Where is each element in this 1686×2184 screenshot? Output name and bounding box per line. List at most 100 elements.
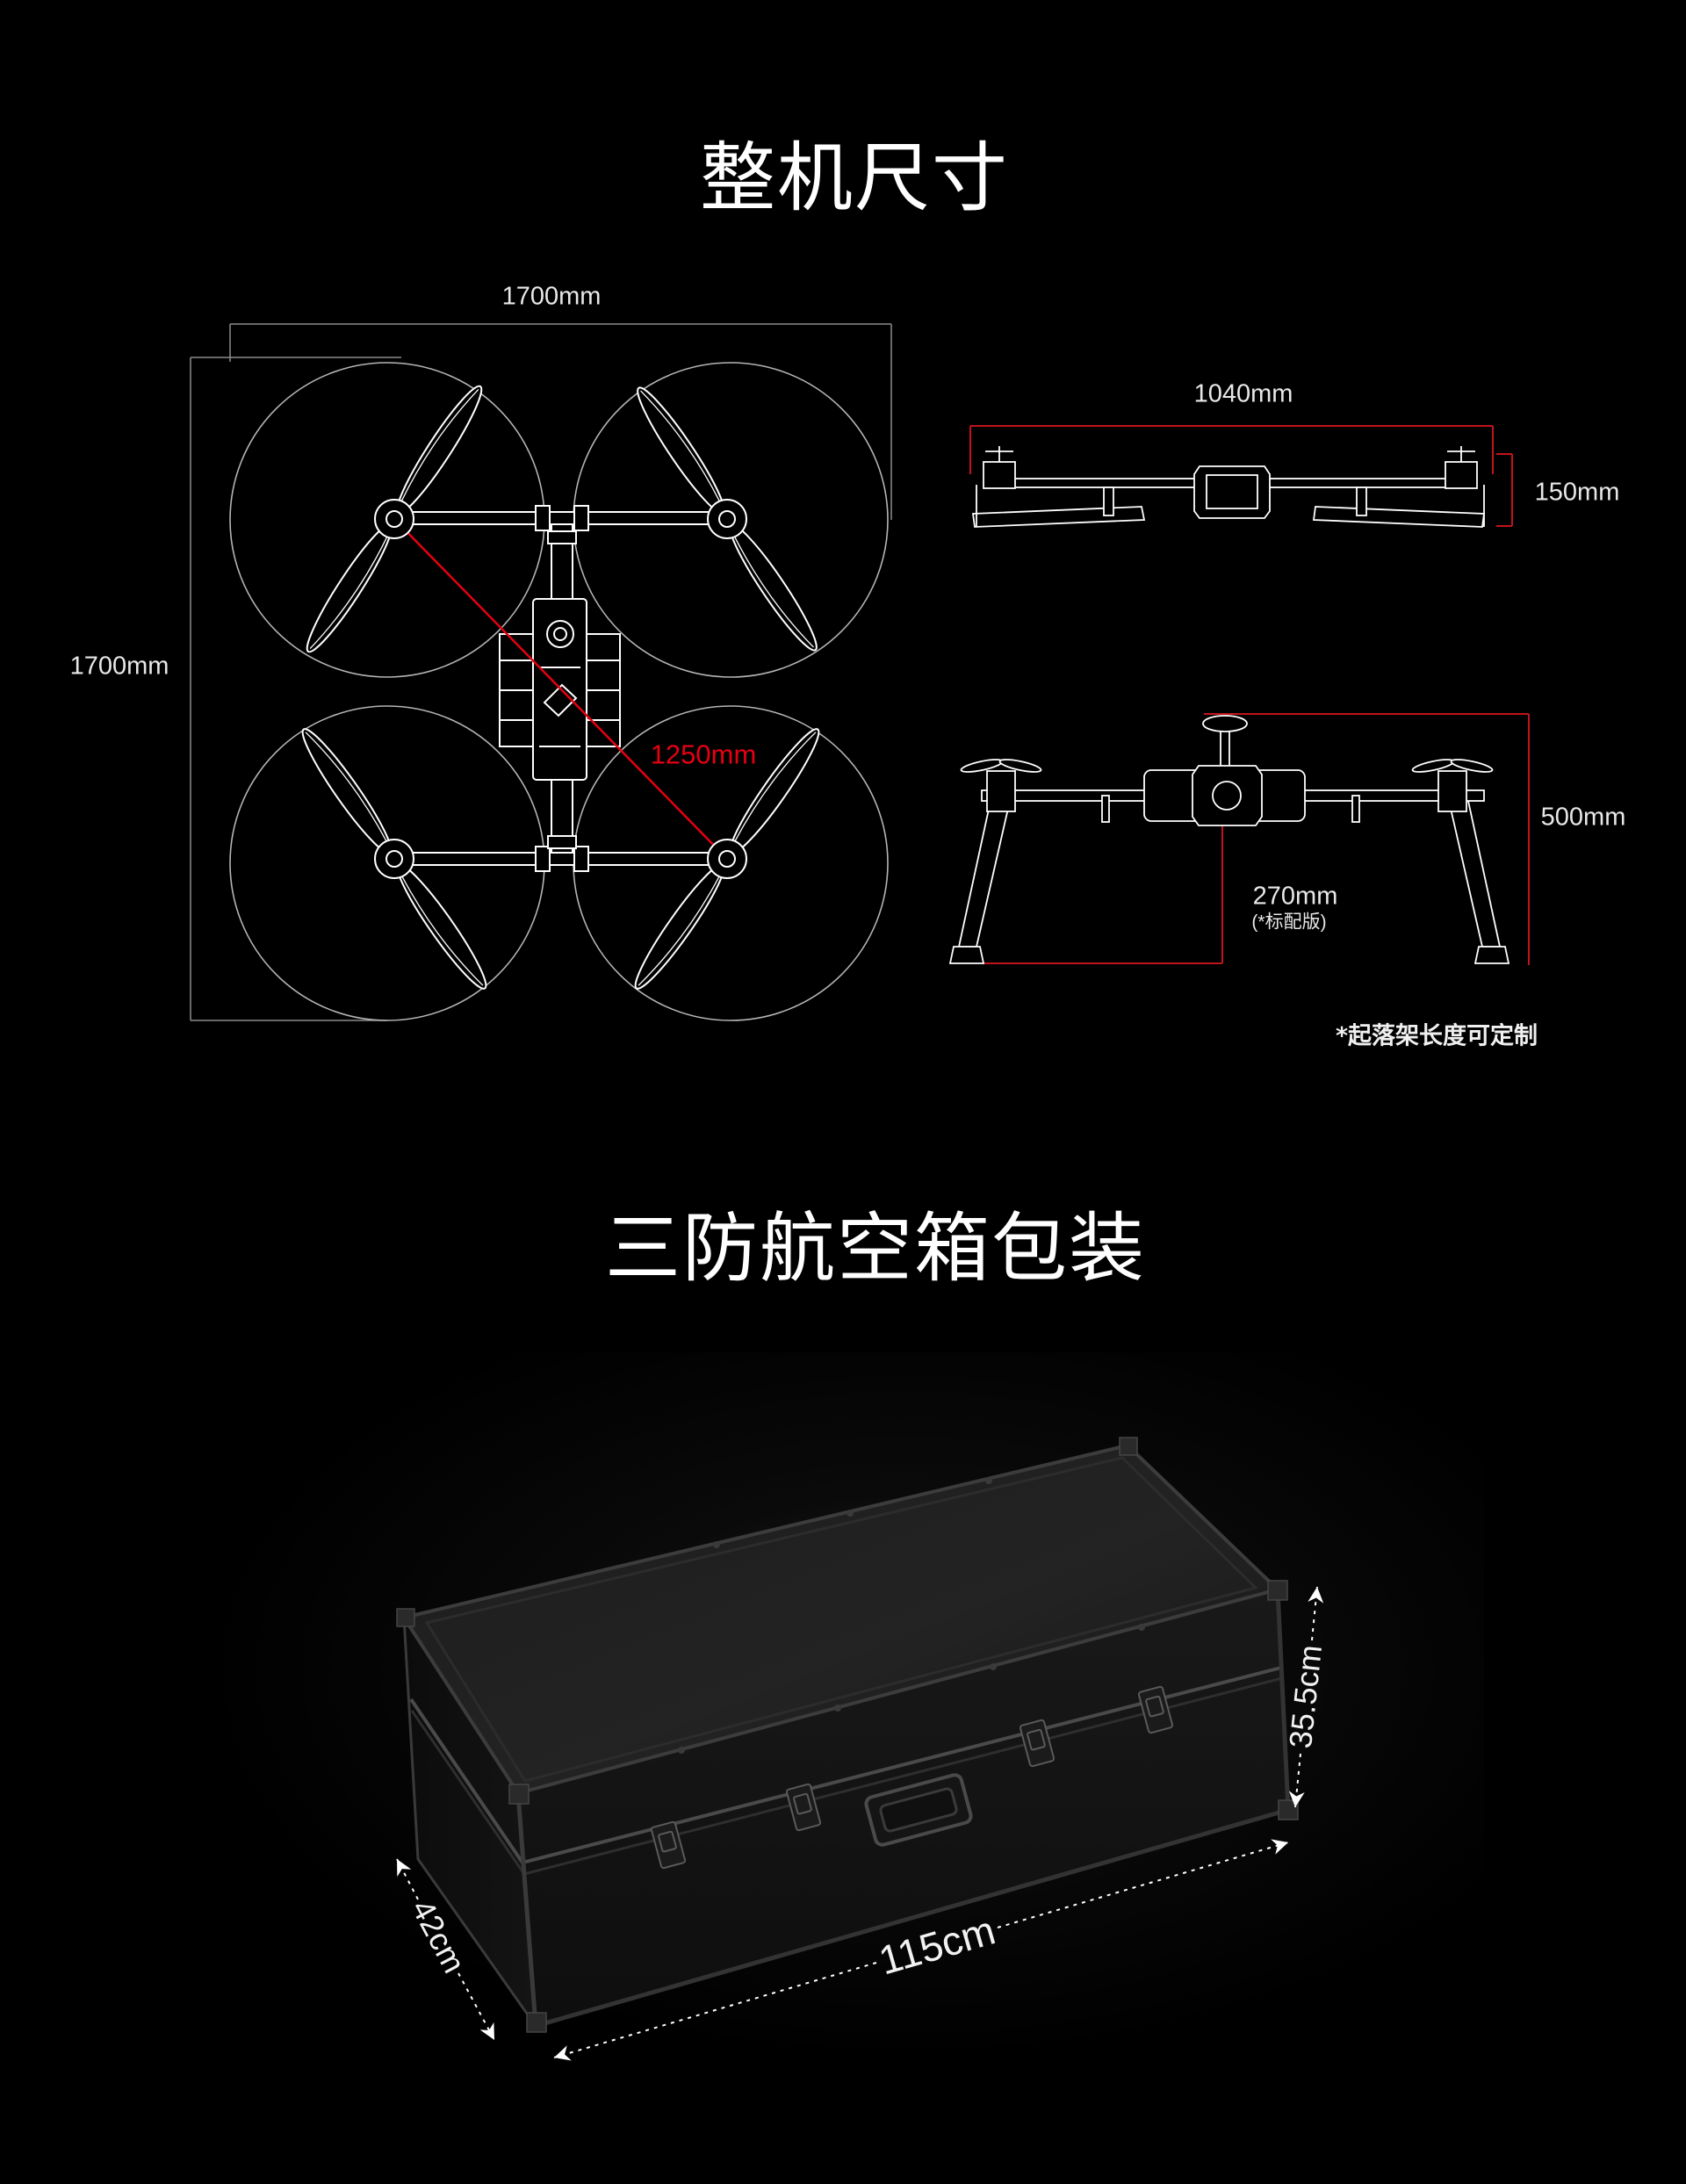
landing-leg-right — [1447, 800, 1502, 948]
propeller-blade — [301, 728, 393, 854]
side-view-a-drawing — [969, 425, 1513, 528]
latch — [650, 1820, 687, 1870]
length-arrow-right — [997, 1839, 1289, 1928]
depth-arrow-lower — [458, 1972, 495, 2041]
rivet — [847, 1510, 854, 1517]
propeller-blade — [396, 863, 487, 990]
top-view-width-label: 1700mm — [501, 282, 602, 311]
rivet — [990, 1663, 997, 1670]
top-view-height-label: 1700mm — [69, 652, 169, 681]
frame — [392, 505, 728, 872]
case-rivets — [678, 1477, 1145, 1754]
latch — [1019, 1719, 1056, 1768]
motor-hub — [385, 850, 403, 868]
motor-hub — [718, 510, 736, 528]
mast-clamp — [547, 835, 577, 849]
length-arrow-left — [553, 1962, 877, 2061]
arm-clamp — [535, 846, 551, 872]
case-latches — [650, 1685, 1174, 1870]
skid-left — [971, 506, 1146, 528]
arm-clamp — [573, 505, 589, 531]
motor-right — [1445, 461, 1478, 489]
arm-clamp — [535, 505, 551, 531]
blade-edge — [733, 535, 814, 648]
blade-edge — [733, 732, 817, 843]
arm-joint — [1356, 487, 1367, 516]
arm-clamp — [573, 846, 589, 872]
landing-leg-left — [957, 800, 1012, 948]
corner-bracket — [1119, 1437, 1138, 1456]
top-view-dimension-lines — [190, 323, 892, 1021]
blade-edge — [400, 388, 479, 503]
arm-joint — [1351, 795, 1360, 823]
hub-detail — [1212, 781, 1242, 811]
motor-hub — [385, 510, 403, 528]
rivet — [834, 1705, 841, 1712]
propeller-blade — [729, 523, 818, 652]
gps-cap — [1202, 715, 1248, 732]
section-title-packaging: 三防航空箱包装 — [605, 1205, 1146, 1293]
blade-edge — [640, 390, 721, 503]
blade-edge — [309, 535, 389, 650]
rivet — [678, 1747, 685, 1754]
propeller-right — [1450, 759, 1494, 773]
propeller-blade — [306, 523, 393, 653]
motors — [374, 499, 747, 879]
side-view-b-dimension-lines — [982, 713, 1530, 965]
rivet — [1138, 1624, 1145, 1631]
mast-clamp — [547, 530, 577, 544]
corner-bracket — [1278, 1799, 1299, 1820]
motor-left — [983, 461, 1016, 489]
latch — [785, 1783, 822, 1832]
depth-arrow-upper — [396, 1858, 419, 1900]
corner-bracket — [526, 2012, 547, 2033]
arm-joint — [1101, 795, 1110, 823]
latch-lever — [1145, 1695, 1164, 1718]
arm-joint — [1103, 487, 1114, 516]
landing-foot-left — [948, 946, 985, 964]
case-top-inner-panel — [424, 1456, 1258, 1783]
flight-case — [396, 1437, 1299, 2033]
height-arrow-upper — [1308, 1586, 1324, 1641]
propeller-blade — [637, 386, 725, 515]
section-title-dimensions: 整机尺寸 — [700, 134, 1009, 222]
side-view-b-height-label: 500mm — [1540, 803, 1626, 832]
side-view-a-height-label: 150mm — [1534, 478, 1620, 507]
blade-edge — [400, 875, 484, 986]
side-view-a-width-label: 1040mm — [1193, 379, 1293, 408]
latch-lever — [658, 1830, 677, 1853]
propeller-blade — [634, 863, 725, 990]
motor-right — [1437, 770, 1467, 812]
blade-edge — [638, 875, 721, 986]
propeller-blade — [396, 385, 483, 515]
height-arrow-lower — [1288, 1753, 1305, 1808]
rear-arm — [392, 852, 728, 866]
landing-gear-footnote: *起落架长度可定制 — [1335, 1022, 1538, 1050]
corner-bracket — [508, 1784, 530, 1805]
handle-grip — [879, 1787, 958, 1833]
front-bottom-edge — [535, 1807, 1289, 2029]
propeller-left — [998, 759, 1042, 773]
body-inner — [1206, 474, 1258, 509]
skid-right — [1312, 506, 1486, 528]
front-left-edge — [515, 1792, 538, 2027]
motor-hub — [718, 850, 736, 868]
latch-lever — [793, 1792, 812, 1815]
landing-foot-right — [1473, 946, 1510, 964]
side-view-a-dimension-lines — [969, 425, 1513, 527]
case-handle — [864, 1773, 973, 1847]
case-dimension-arrows — [396, 1586, 1324, 2061]
rivet — [985, 1477, 992, 1484]
motor-left — [986, 770, 1016, 812]
logo-mark — [543, 683, 578, 717]
blade-edge — [305, 732, 388, 843]
lid-seam-left — [409, 1697, 524, 1864]
side-view-b-clearance-note: (*标配版) — [1251, 912, 1327, 933]
side-view-b-clearance-label: 270mm — [1252, 882, 1338, 911]
top-view-drawing — [190, 323, 892, 1021]
front-arm — [392, 511, 728, 525]
front-right-edge — [1275, 1589, 1291, 1811]
side-view-b-drawing — [948, 713, 1530, 965]
gps-module-inner — [553, 627, 567, 641]
